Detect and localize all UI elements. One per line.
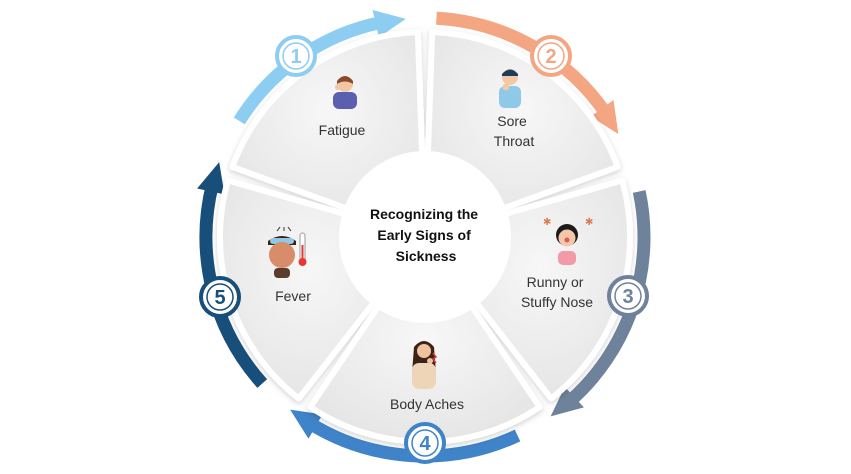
- step-1-badge: 1: [275, 35, 317, 77]
- center-disc: [339, 151, 511, 323]
- ring-arrowhead-5: [197, 162, 225, 195]
- step-4-label-line: Body Aches: [390, 396, 464, 412]
- aching-woman-icon: [412, 341, 438, 389]
- svg-text:✱: ✱: [585, 217, 593, 228]
- step-4-badge: 4: [404, 422, 446, 464]
- svg-text:✱: ✱: [543, 217, 551, 228]
- step-4-number: 4: [419, 433, 431, 455]
- step-3-badge: 3: [607, 275, 649, 317]
- sneezing-girl-icon: ✱ ✱: [543, 217, 593, 265]
- step-4-label: Body Aches: [390, 396, 464, 412]
- ring-arrowhead-2: [590, 100, 619, 135]
- ring-arrowhead-4: [290, 409, 323, 439]
- step-2-label-line-2: Throat: [494, 133, 535, 149]
- center-title-line-3: Sickness: [396, 248, 457, 264]
- ring-arrowhead-1: [372, 9, 406, 38]
- step-2-number: 2: [545, 46, 556, 68]
- feverish-boy-with-thermometer-icon: [268, 226, 307, 278]
- step-5-badge: 5: [199, 276, 241, 318]
- step-2-badge: 2: [530, 35, 572, 77]
- center-title-line-1: Recognizing the: [370, 206, 478, 222]
- step-1-label-line: Fatigue: [319, 122, 366, 138]
- step-5-number: 5: [214, 287, 225, 309]
- step-3-label-line-2: Stuffy Nose: [521, 294, 593, 310]
- step-3-label-line-1: Runny or: [527, 274, 584, 290]
- center-title-line-2: Early Signs of: [377, 227, 471, 243]
- step-2-label: Sore Throat: [494, 113, 535, 149]
- center-title: Recognizing the Early Signs of Sickness: [370, 206, 482, 264]
- step-3-label: Runny or Stuffy Nose: [521, 274, 593, 310]
- sore-throat-person-icon: [499, 69, 521, 108]
- ring-arrowhead-3: [550, 386, 584, 417]
- step-5-label-line: Fever: [275, 288, 311, 304]
- step-5-label: Fever: [275, 288, 311, 304]
- step-2-label-line-1: Sore: [497, 113, 527, 129]
- step-1-label: Fatigue: [319, 122, 366, 138]
- step-3-number: 3: [622, 286, 633, 308]
- step-1-number: 1: [290, 46, 301, 68]
- tired-person-icon: [333, 76, 357, 109]
